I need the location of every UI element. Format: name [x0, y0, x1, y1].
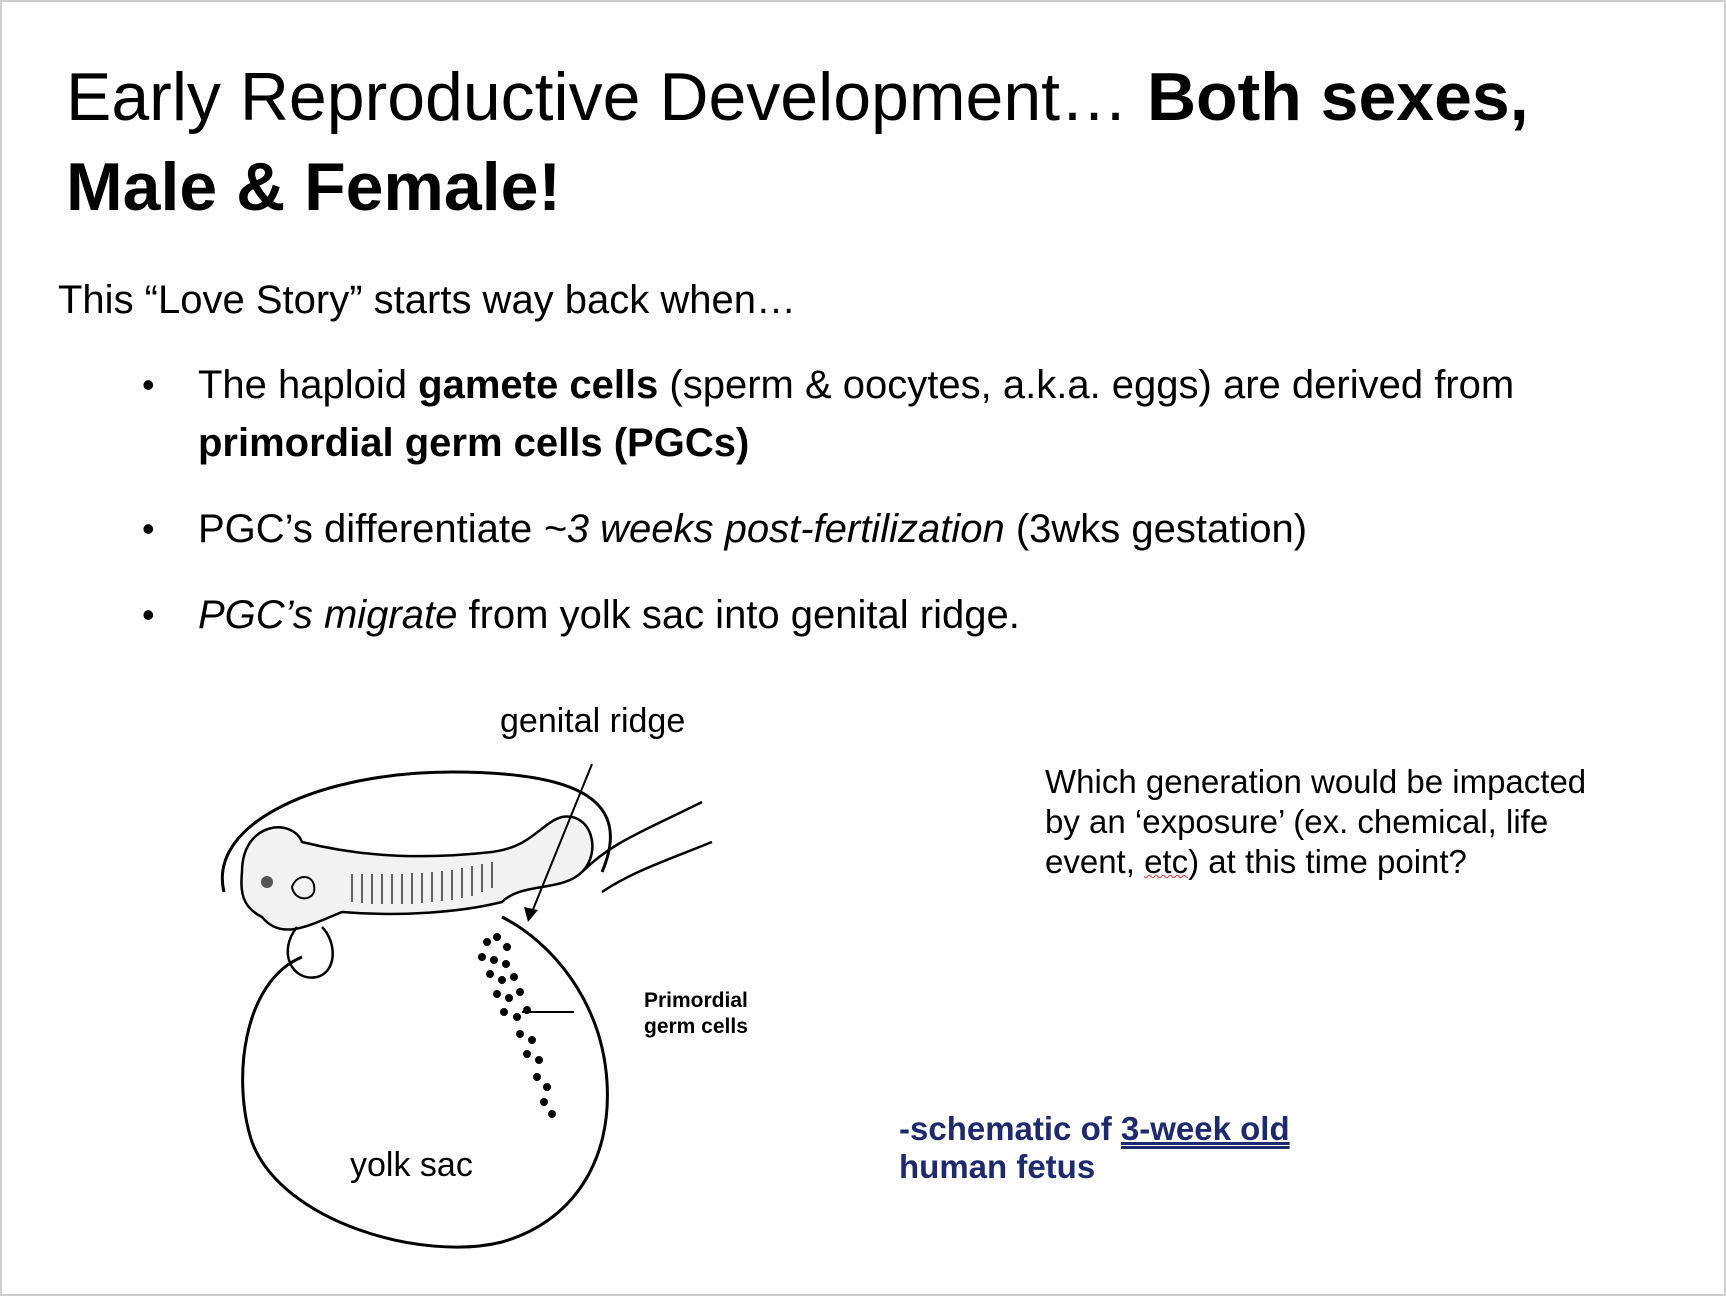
question-part: Which generation would be impacted by an…: [1045, 763, 1587, 880]
question-part: ) at this time point?: [1188, 843, 1467, 880]
yolk-sac-label: yolk sac: [350, 1146, 473, 1184]
slide-title: Early Reproductive Development… Both sex…: [66, 52, 1626, 232]
connecting-stalk: [581, 800, 713, 894]
bullet-list: The haploid gamete cells (sperm & oocyte…: [138, 356, 1658, 644]
bullet-bold: primordial germ cells (PGCs): [198, 421, 750, 465]
figure-caption: -schematic of 3-week old human fetus: [899, 1110, 1290, 1186]
intro-text: This “Love Story” starts way back when…: [58, 278, 797, 322]
genital-ridge-label: genital ridge: [500, 702, 686, 740]
bullet-text: (3wks gestation): [1004, 507, 1308, 551]
bullet-bold: gamete cells: [418, 363, 659, 407]
embryo-diagram: genital ridge Primordial germ cells yolk…: [202, 702, 802, 1282]
germ-cell-dots: [478, 933, 556, 1118]
bullet-text: The haploid: [198, 363, 419, 407]
genital-ridge-arrow: [531, 763, 593, 913]
pgc-label-line2: germ cells: [644, 1015, 748, 1038]
spellcheck-word: etc: [1144, 843, 1189, 880]
bullet-text: (sperm & oocytes, a.k.a. eggs) are deriv…: [658, 363, 1515, 407]
caption-link[interactable]: 3-week old: [1120, 1110, 1290, 1147]
bullet-text: from yolk sac into genital ridge.: [457, 593, 1020, 637]
bullet-item: PGC’s differentiate ~3 weeks post-fertil…: [138, 500, 1658, 558]
pgc-label: Primordial germ cells: [644, 988, 748, 1040]
somites: [351, 862, 493, 904]
caption-line2: human fetus: [899, 1148, 1096, 1185]
yolk-sac-outline: [241, 915, 609, 1249]
caption-prefix: -schematic of: [899, 1110, 1121, 1147]
pgc-label-line1: Primordial: [644, 989, 748, 1012]
title-bold: Both sexes, Male & Female!: [66, 59, 1529, 225]
bullet-item: The haploid gamete cells (sperm & oocyte…: [138, 356, 1658, 472]
bullet-italic: PGC’s migrate: [198, 593, 458, 637]
embryo-drawing: [220, 763, 713, 1249]
amnion-outline: [220, 770, 612, 893]
embryo-body: [240, 815, 594, 931]
bullet-item: PGC’s migrate from yolk sac into genital…: [138, 586, 1658, 644]
question-text: Which generation would be impacted by an…: [1045, 762, 1625, 882]
title-regular: Early Reproductive Development…: [66, 59, 1147, 135]
bullet-text: PGC’s differentiate: [198, 507, 544, 551]
arrowhead: [524, 907, 538, 922]
bullet-italic: ~3 weeks post-fertilization: [543, 507, 1005, 551]
head-detail: [261, 876, 273, 888]
